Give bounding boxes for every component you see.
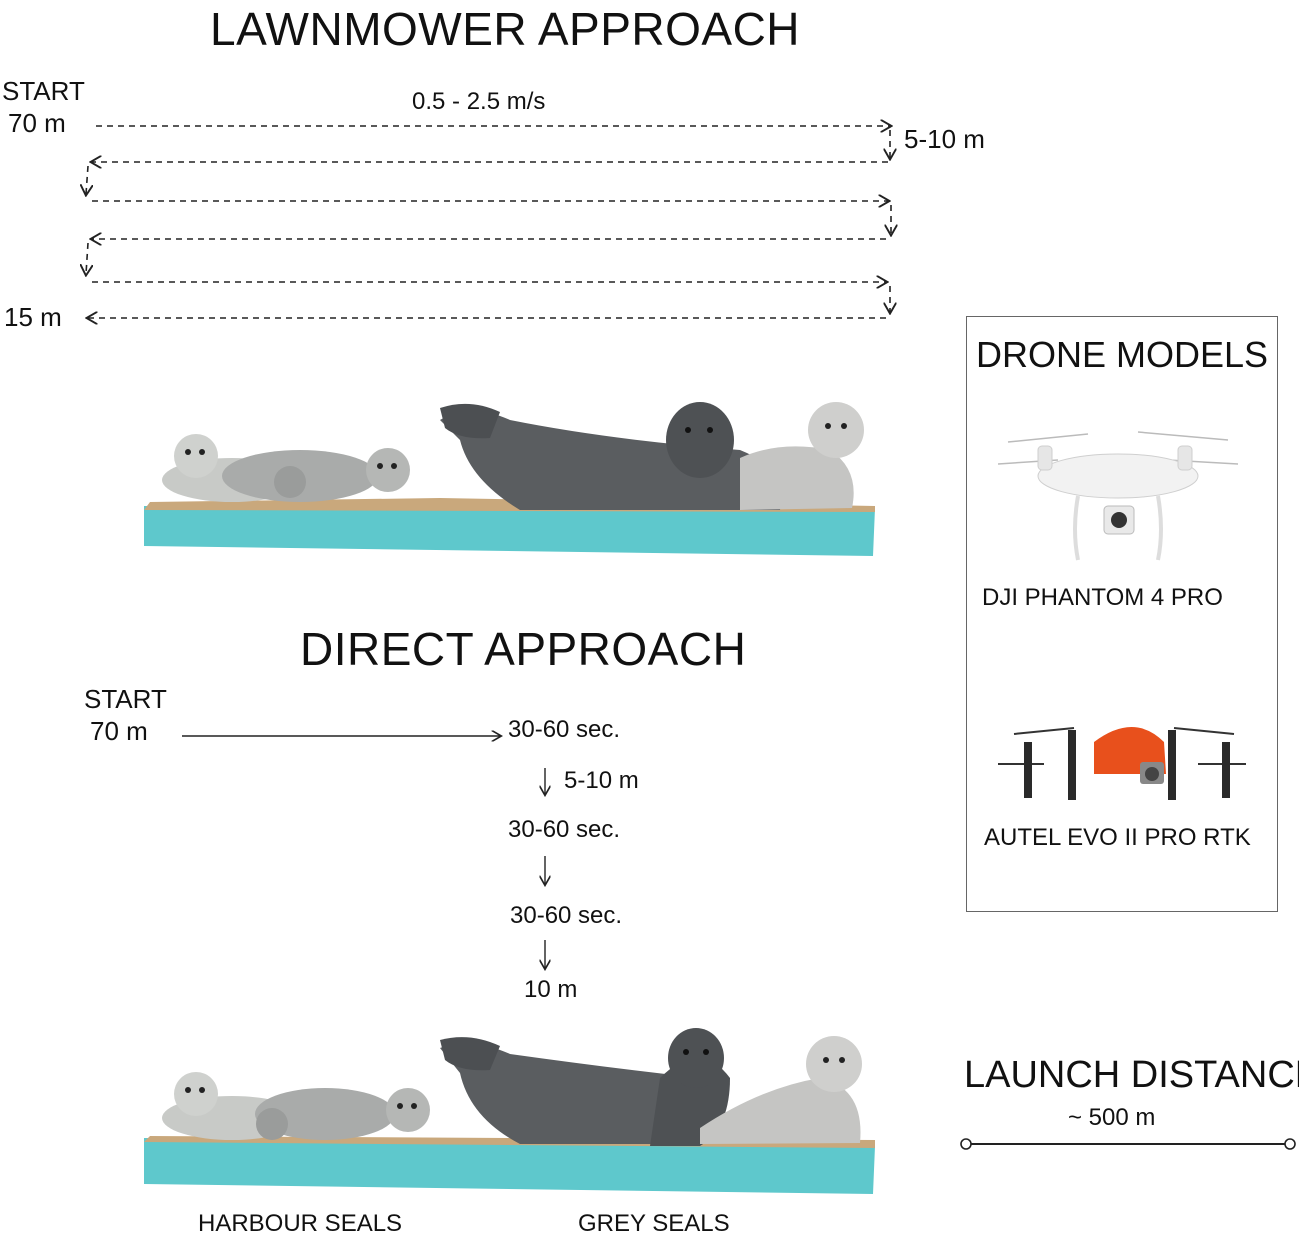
direct-hold-1: 30-60 sec. xyxy=(508,716,621,743)
water-icon xyxy=(144,506,875,556)
autel-evo-drone-icon xyxy=(998,727,1246,800)
launch-distance-scale xyxy=(960,1138,1296,1150)
lawnmower-end-altitude: 15 m xyxy=(4,302,62,332)
drone-models-title: DRONE MODELS xyxy=(976,334,1269,375)
harbour-seal-icon xyxy=(162,1072,430,1140)
drone-model-2: AUTEL EVO II PRO RTK xyxy=(984,824,1251,851)
direct-title: DIRECT APPROACH xyxy=(300,623,747,675)
direct-step: 5-10 m xyxy=(564,767,639,794)
grey-seal-icon xyxy=(440,1028,862,1146)
direct-hold-2: 30-60 sec. xyxy=(508,816,621,843)
lawnmower-speed: 0.5 - 2.5 m/s xyxy=(412,88,546,115)
water-icon xyxy=(144,1138,875,1194)
lawnmower-start-altitude: 70 m xyxy=(8,108,66,138)
grey-seal-icon xyxy=(440,402,864,510)
seal-haulout-scene-bottom xyxy=(144,1028,875,1194)
harbour-seal-icon xyxy=(162,434,410,502)
harbour-seals-label: HARBOUR SEALS xyxy=(198,1210,403,1237)
launch-distance-title: LAUNCH DISTANCE xyxy=(964,1054,1299,1096)
direct-end-altitude: 10 m xyxy=(524,976,578,1003)
direct-start-label: START xyxy=(84,684,167,714)
lawnmower-step: 5-10 m xyxy=(904,124,985,154)
drone-model-1: DJI PHANTOM 4 PRO xyxy=(982,584,1223,611)
grey-seals-label: GREY SEALS xyxy=(578,1210,730,1237)
launch-distance-value: ~ 500 m xyxy=(1068,1104,1156,1131)
drone-models-panel xyxy=(966,316,1278,912)
direct-start-altitude: 70 m xyxy=(90,716,148,746)
seal-haulout-scene-top xyxy=(144,402,875,556)
lawnmower-start-label: START xyxy=(2,76,85,106)
dji-phantom-drone-icon xyxy=(998,431,1239,561)
lawnmower-title: LAWNMOWER APPROACH xyxy=(210,3,801,55)
direct-hold-3: 30-60 sec. xyxy=(510,902,623,929)
